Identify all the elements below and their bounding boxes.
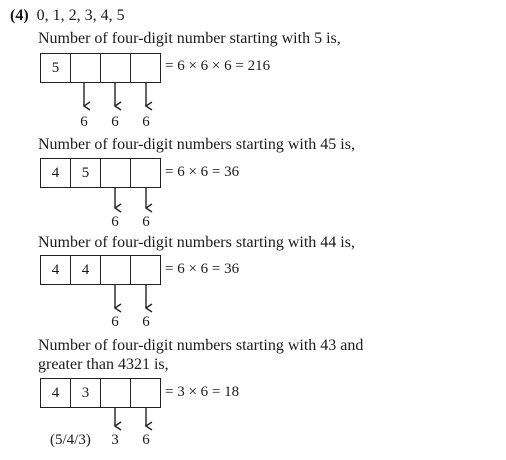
choice-count: 6 (142, 432, 150, 448)
choice-count: 6 (111, 214, 119, 230)
digit-box (130, 53, 161, 83)
section-2-digit-boxes: 4 5 (40, 158, 161, 188)
section-3-text: Number of four-digit numbers starting wi… (38, 234, 355, 251)
choice-count: 6 (80, 114, 88, 130)
digit-box (130, 158, 161, 188)
section-1-digit-boxes: 5 (40, 53, 161, 83)
section-3-equation: = 6 × 6 = 36 (165, 261, 240, 277)
choice-count: 6 (111, 114, 119, 130)
choice-count: 6 (142, 114, 150, 130)
section-1-text: Number of four-digit number starting wit… (38, 30, 341, 47)
choice-count: 6 (111, 314, 119, 330)
section-4-digit-boxes: 4 3 (40, 378, 161, 408)
digit-box (130, 378, 161, 408)
choice-count: 3 (111, 432, 119, 448)
problem-number: (4) (10, 7, 29, 24)
problem-heading: (4) 0, 1, 2, 3, 4, 5 (10, 7, 125, 25)
choice-count: 6 (142, 314, 150, 330)
available-digits: 0, 1, 2, 3, 4, 5 (36, 7, 125, 24)
choice-options-note: (5/4/3) (50, 432, 91, 448)
section-4-text-line-1: Number of four-digit numbers starting wi… (38, 337, 364, 354)
section-4-text-line-2: greater than 4321 is, (38, 356, 169, 373)
section-4-equation: = 3 × 6 = 18 (165, 384, 240, 400)
section-2-equation: = 6 × 6 = 36 (165, 164, 240, 180)
digit-box (130, 255, 161, 285)
section-1-equation: = 6 × 6 × 6 = 216 (165, 58, 271, 74)
choice-count: 6 (142, 214, 150, 230)
section-2-text: Number of four-digit numbers starting wi… (38, 136, 355, 153)
section-3-digit-boxes: 4 4 (40, 255, 161, 285)
